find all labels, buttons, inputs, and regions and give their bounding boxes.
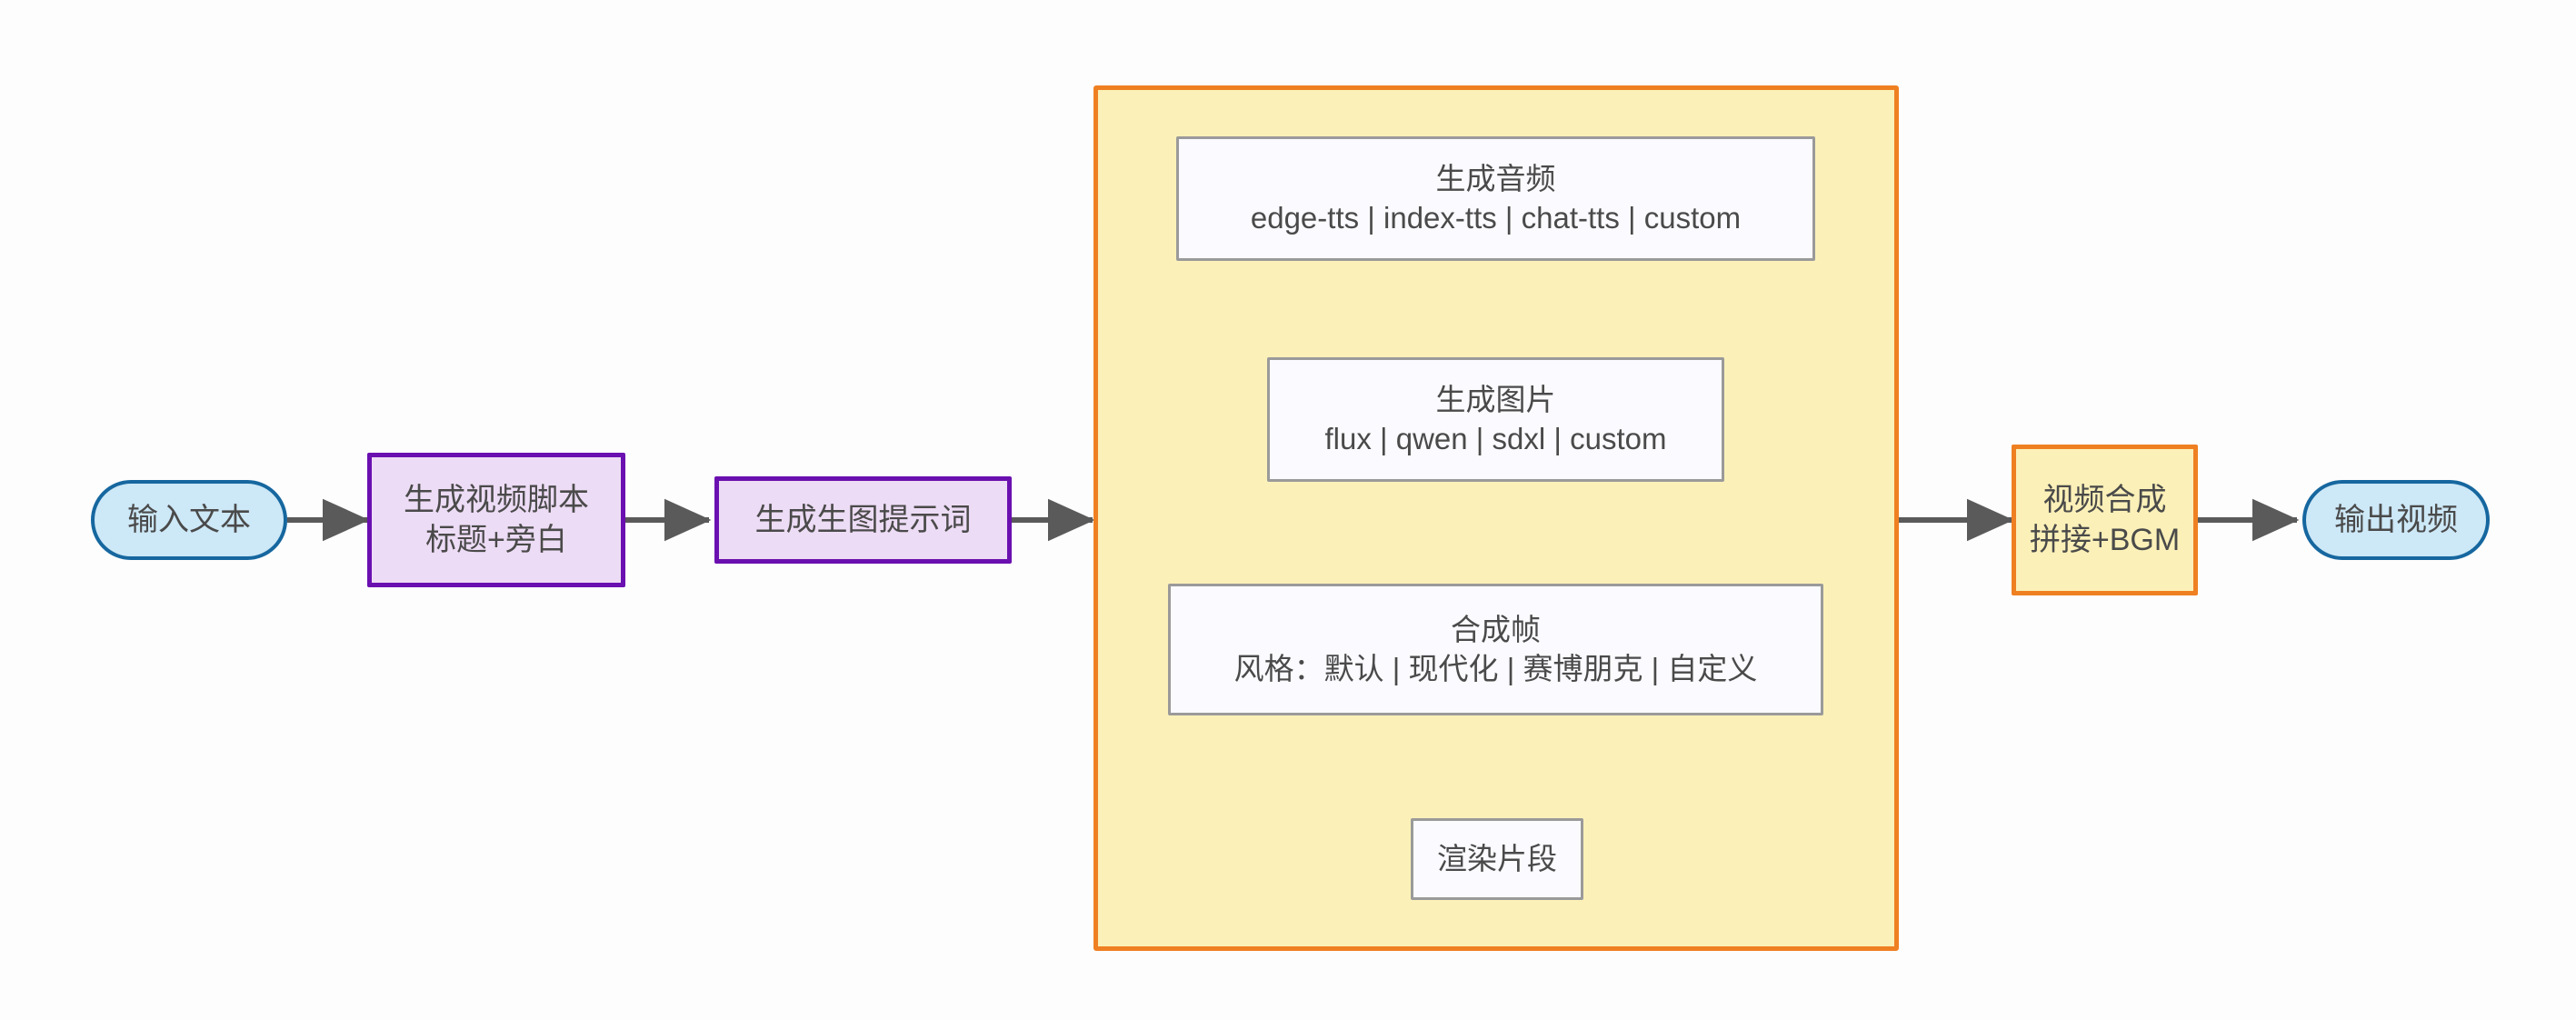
node-generate-image-line1: 生成图片	[1435, 382, 1556, 416]
node-generate-audio-line2: edge-tts | index-tts | chat-tts | custom	[1250, 200, 1742, 235]
node-render-clip[interactable]: 渲染片段	[1411, 818, 1583, 900]
node-output-video[interactable]: 输出视频	[2302, 480, 2490, 560]
node-generate-script-line2: 标题+旁白	[425, 523, 567, 557]
node-render-clip-label: 渲染片段	[1437, 841, 1557, 875]
node-generate-audio-line1: 生成音频	[1435, 161, 1556, 195]
node-input-text-label: 输入文本	[127, 502, 251, 537]
node-video-compose-line1: 视频合成	[2042, 482, 2167, 517]
node-output-video-label: 输出视频	[2334, 502, 2458, 537]
node-generate-audio[interactable]: 生成音频 edge-tts | index-tts | chat-tts | c…	[1176, 136, 1815, 261]
node-generate-script-line1: 生成视频脚本	[404, 482, 589, 517]
node-video-compose-line2: 拼接+BGM	[2029, 523, 2181, 557]
node-generate-prompt-label: 生成生图提示词	[754, 502, 972, 537]
node-video-compose[interactable]: 视频合成 拼接+BGM	[2012, 445, 2198, 595]
node-input-text[interactable]: 输入文本	[91, 480, 287, 560]
node-generate-prompt[interactable]: 生成生图提示词	[714, 476, 1012, 564]
node-compose-frame-line1: 合成帧	[1451, 612, 1541, 646]
node-compose-frame-line2: 风格：默认 | 现代化 | 赛博朋克 | 自定义	[1233, 651, 1758, 685]
node-generate-image-line2: flux | qwen | sdxl | custom	[1324, 421, 1667, 455]
node-generate-script[interactable]: 生成视频脚本 标题+旁白	[367, 453, 625, 587]
node-generate-image[interactable]: 生成图片 flux | qwen | sdxl | custom	[1267, 357, 1724, 482]
node-compose-frame[interactable]: 合成帧 风格：默认 | 现代化 | 赛博朋克 | 自定义	[1168, 584, 1823, 715]
